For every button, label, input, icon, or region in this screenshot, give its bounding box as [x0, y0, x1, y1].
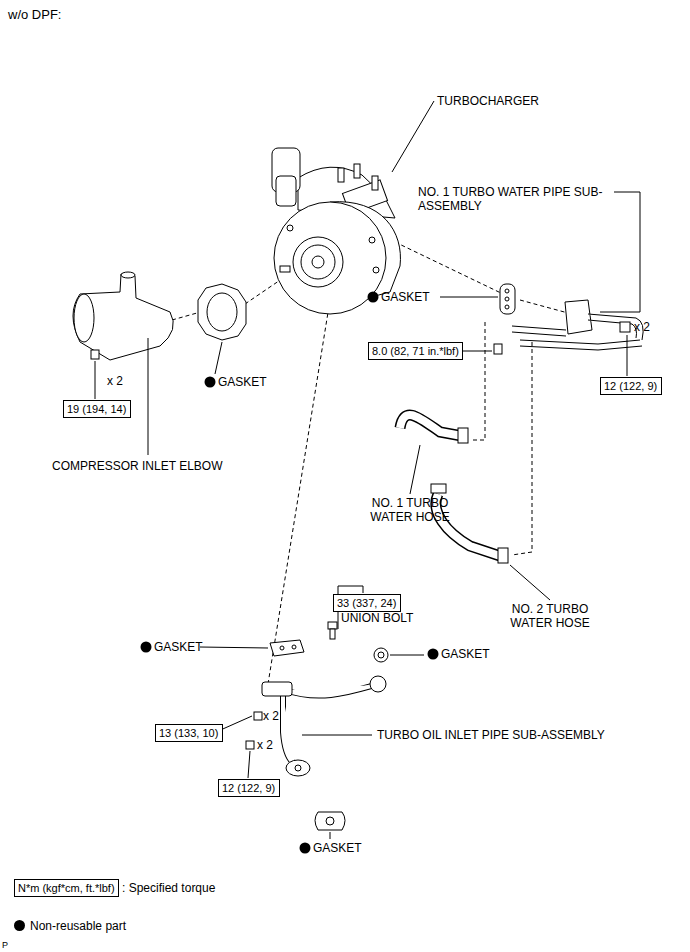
compressor-inlet-elbow: [73, 272, 173, 360]
torque-value: 12 (122, 9): [604, 379, 657, 393]
part-label: NO. 2 TURBO WATER HOSE: [500, 602, 600, 630]
torque-value: 8.0 (82, 71 in.*lbf): [372, 344, 459, 358]
legend-text: : Specified torque: [122, 881, 215, 895]
part-label: x 2: [263, 709, 279, 723]
part-label: UNION BOLT: [341, 611, 413, 625]
gasket-ring: [198, 284, 246, 340]
part-label: GASKET: [313, 841, 362, 855]
torque-box: N*m (kgf*cm, ft.*lbf): [14, 879, 119, 897]
torque-value: 19 (194, 14): [67, 402, 126, 416]
water-hose: [400, 415, 508, 563]
legend-text: Non-reusable part: [30, 919, 126, 933]
water-pipe: [494, 284, 643, 354]
torque-box: 12 (122, 9): [600, 377, 662, 395]
torque-box: 12 (122, 9): [218, 779, 280, 797]
part-label: x 2: [634, 320, 650, 334]
torque-box: 8.0 (82, 71 in.*lbf): [368, 342, 463, 360]
oil-inlet-pipe: [246, 622, 388, 830]
part-label: NO. 1 TURBO WATER PIPE SUB-ASSEMBLY: [418, 185, 608, 213]
legend-item: : Specified torque: [122, 881, 215, 895]
part-label: P: [2, 938, 8, 952]
torque-value: N*m (kgf*cm, ft.*lbf): [18, 881, 115, 895]
part-label: TURBO OIL INLET PIPE SUB-ASSEMBLY: [377, 728, 605, 742]
legend-swatch: [14, 920, 25, 931]
torque-value: 12 (122, 9): [222, 781, 275, 795]
non-reusable-mark: [141, 292, 439, 854]
turbocharger: [272, 148, 400, 314]
torque-value: 13 (133, 10): [159, 726, 218, 740]
part-label: x 2: [107, 374, 123, 388]
torque-box: 19 (194, 14): [63, 400, 131, 418]
torque-box: 13 (133, 10): [155, 724, 223, 742]
legend-item: Non-reusable part: [30, 919, 126, 933]
part-label: x 2: [257, 738, 273, 752]
part-label: GASKET: [218, 375, 267, 389]
part-label: GASKET: [381, 290, 430, 304]
part-label: GASKET: [154, 640, 203, 654]
part-label: GASKET: [441, 647, 490, 661]
diagram-title: w/o DPF:: [8, 8, 61, 22]
torque-box: 33 (337, 24): [333, 594, 401, 612]
part-label: NO. 1 TURBO WATER HOSE: [360, 496, 460, 524]
torque-value: 33 (337, 24): [337, 596, 396, 610]
part-label: TURBOCHARGER: [437, 94, 539, 108]
alignment-line: [172, 242, 568, 684]
part-label: COMPRESSOR INLET ELBOW: [52, 459, 222, 473]
